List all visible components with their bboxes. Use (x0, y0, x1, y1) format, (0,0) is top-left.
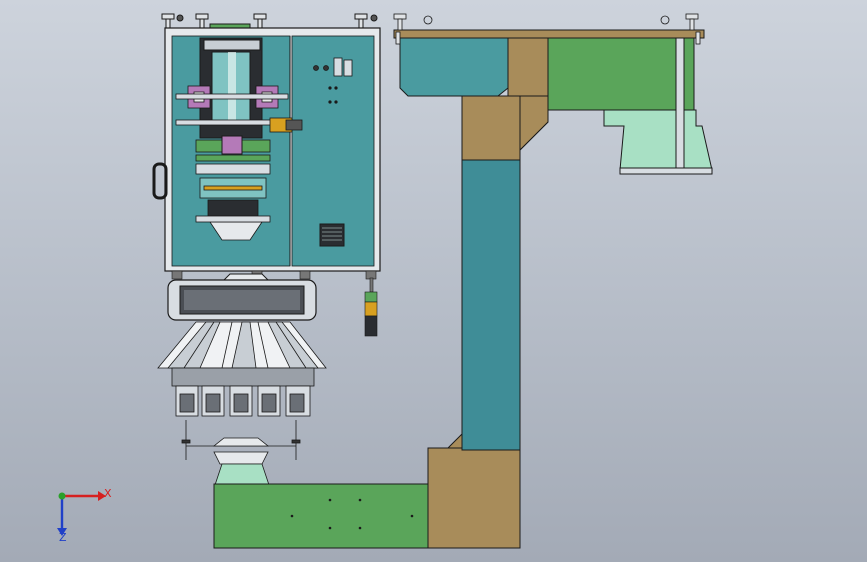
carriage-block (221, 135, 243, 155)
base-conveyor[interactable] (213, 433, 521, 549)
coordinate-triad: X Z (57, 487, 112, 544)
lower-mechanism (195, 163, 271, 241)
mount-foot (253, 13, 267, 29)
feeder-housing[interactable] (167, 273, 317, 321)
x-axis-label: X (104, 487, 112, 500)
control-cabinet[interactable] (152, 27, 381, 280)
mount-foot (354, 13, 378, 29)
elevator-column (461, 159, 521, 451)
head-green-box (547, 37, 681, 111)
collating-funnel (181, 420, 301, 489)
mount-foot (195, 13, 209, 29)
weigher-chutes[interactable] (157, 321, 327, 369)
bucket-elevator[interactable] (461, 35, 549, 451)
conveyor-bolts (290, 498, 414, 530)
cabinet-feet (171, 270, 377, 280)
rail-mount-feet (393, 13, 701, 45)
weigh-buckets (171, 367, 315, 417)
cabinet-mount-feet (161, 13, 378, 29)
z-axis-label: Z (59, 531, 67, 544)
top-rail (393, 29, 705, 39)
signal-tower (364, 277, 378, 337)
panel-components (313, 57, 353, 104)
door-handle[interactable] (152, 162, 168, 200)
vent-grille (319, 223, 345, 247)
discharge-head[interactable] (393, 29, 713, 175)
actuator (269, 117, 303, 133)
mount-foot (161, 13, 184, 29)
